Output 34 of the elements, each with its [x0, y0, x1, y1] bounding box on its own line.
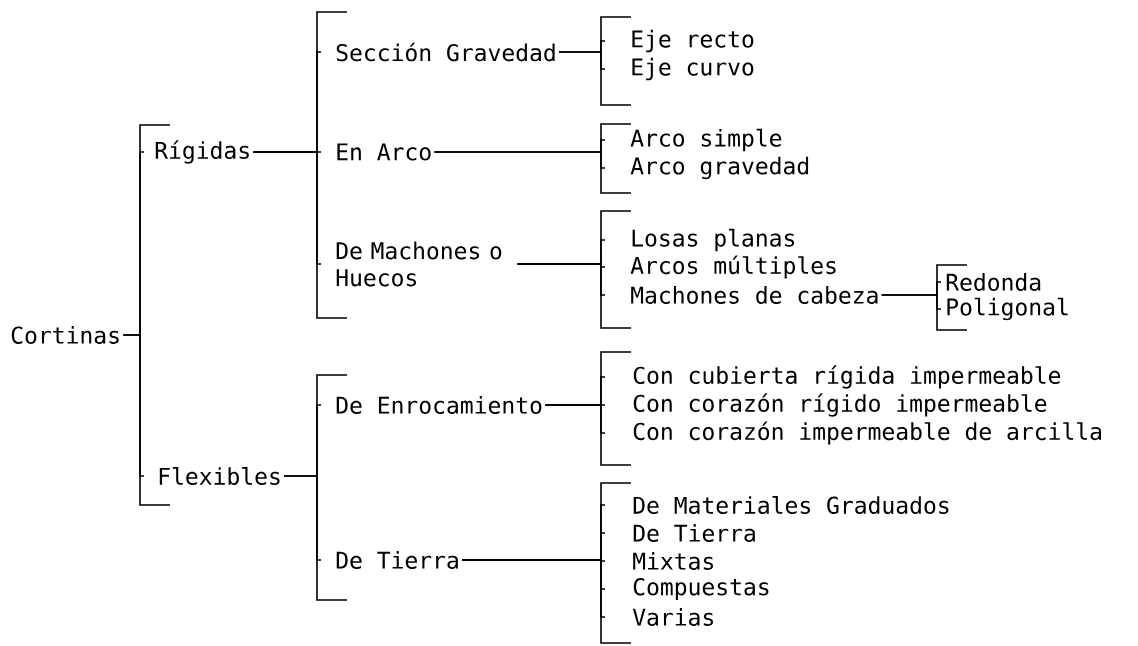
category-label: Flexibles	[159, 467, 280, 485]
bracket-connector	[516, 263, 606, 296]
bracket-connector	[433, 151, 606, 169]
category-label: Machones de cabeza	[631, 286, 878, 304]
bracket-connector	[544, 404, 606, 434]
bracket-connector	[880, 294, 942, 310]
category-label: Cortinas	[11, 326, 119, 344]
category-label: Eje curvo	[632, 57, 754, 81]
category-label: Varias	[632, 608, 713, 626]
category-label: Arco gravedad	[630, 156, 809, 180]
category-label: Redonda	[946, 273, 1041, 291]
bracket-connector	[252, 151, 322, 265]
category-label: Losas planas	[632, 228, 795, 252]
bracket-connector	[283, 475, 322, 561]
category-label: De Materiales Graduados	[633, 496, 949, 514]
bracket-connector	[558, 51, 606, 70]
bracket-connector	[461, 559, 606, 618]
category-label: De Tierra	[336, 551, 458, 569]
category-label: En Arco	[337, 143, 431, 161]
category-label: Con corazón impermeable de arcilla	[633, 421, 1102, 445]
category-label: De Enrocamiento	[336, 396, 542, 414]
category-label: Poligonal	[947, 297, 1068, 321]
category-label: Con corazón rígido impermeable	[633, 393, 1047, 417]
category-label: Eje recto	[632, 29, 754, 53]
category-label: Arcos múltiples	[630, 255, 836, 279]
category-label: Sección Gravedad	[336, 42, 555, 62]
category-label: Compuestas	[633, 578, 769, 600]
category-label: Con cubierta rígida impermeable	[633, 365, 1061, 389]
bracket-connector	[122, 334, 145, 477]
category-label: De Tierra	[633, 524, 755, 542]
category-label: Mixtas	[633, 552, 713, 570]
category-label: Arco simple	[630, 128, 782, 152]
category-label: De Machones o Huecos	[336, 241, 502, 287]
category-label: Rígidas	[155, 140, 249, 164]
